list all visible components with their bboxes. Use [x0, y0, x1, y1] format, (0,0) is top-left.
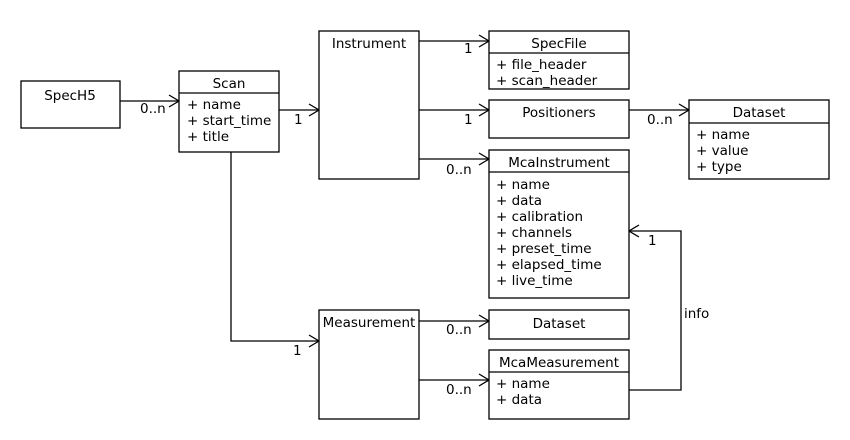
class-mcameasurement: McaMeasurement + name + data [488, 349, 630, 420]
multiplicity-label: 1 [648, 233, 657, 249]
class-scan: Scan + name + start_time + title [178, 70, 280, 153]
class-name: Dataset [733, 105, 786, 121]
edge-scan-instrument: 1 [279, 103, 321, 128]
multiplicity-label: 1 [294, 112, 303, 128]
multiplicity-label: 1 [464, 112, 473, 128]
multiplicity-label: 1 [464, 41, 473, 57]
class-name: Scan [213, 76, 246, 92]
attribute: + preset_time [496, 241, 592, 257]
multiplicity-label: 0..n [647, 112, 673, 128]
attribute: + scan_header [496, 73, 598, 89]
edge-spech5-scan: 0..n [120, 94, 181, 117]
edge-measurement-mcameasurement: 0..n [419, 373, 491, 398]
class-name: McaMeasurement [499, 355, 619, 371]
attribute: + title [187, 129, 229, 145]
class-name: SpecFile [531, 36, 586, 52]
attribute: + elapsed_time [496, 257, 602, 273]
attribute: + start_time [187, 113, 271, 129]
multiplicity-label: 1 [293, 343, 302, 359]
attribute: + name [187, 97, 241, 113]
multiplicity-label: 0..n [446, 322, 472, 338]
attribute: + calibration [496, 209, 583, 225]
multiplicity-label: 0..n [446, 382, 472, 398]
class-name: SpecH5 [44, 88, 96, 104]
multiplicity-label: 0..n [140, 101, 166, 117]
class-name: Dataset [533, 316, 586, 332]
attribute: + name [496, 177, 550, 193]
edge-instrument-mcainstrument: 0..n [419, 152, 491, 178]
edge-scan-measurement: 1 [230, 152, 321, 359]
edge-mcameasurement-mcainstrument: 1 info [627, 224, 709, 391]
class-name: Instrument [332, 36, 406, 52]
attribute: + file_header [496, 57, 587, 73]
class-specfile: SpecFile + file_header + scan_header [488, 30, 630, 90]
attribute: + live_time [496, 273, 573, 289]
class-measurement: Measurement [318, 309, 420, 420]
attribute: + name [696, 127, 750, 143]
class-spech5: SpecH5 [20, 80, 121, 129]
role-label: info [684, 306, 709, 322]
multiplicity-label: 0..n [446, 162, 472, 178]
class-dataset-top: Dataset + name + value + type [688, 99, 830, 180]
attribute: + value [696, 143, 748, 159]
class-positioners: Positioners [488, 99, 630, 139]
attribute: + data [496, 392, 542, 408]
class-instrument: Instrument [318, 30, 420, 180]
class-name: Measurement [323, 315, 416, 331]
attribute: + name [496, 376, 550, 392]
edge-positioners-dataset: 0..n [629, 103, 691, 128]
edge-measurement-dataset: 0..n [419, 314, 491, 338]
class-dataset-bottom: Dataset [488, 309, 630, 340]
edge-instrument-positioners: 1 [419, 103, 491, 128]
class-mcainstrument: McaInstrument + name + data + calibratio… [488, 149, 630, 299]
attribute: + channels [496, 225, 572, 241]
attribute: + type [696, 159, 742, 175]
class-name: Positioners [522, 105, 595, 121]
attribute: + data [496, 193, 542, 209]
edge-instrument-specfile: 1 [419, 34, 491, 57]
class-name: McaInstrument [508, 155, 610, 171]
